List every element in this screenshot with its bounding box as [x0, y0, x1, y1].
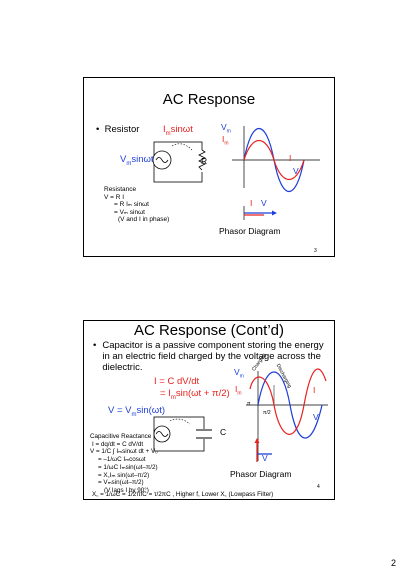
curve-i-label: I: [289, 153, 292, 163]
note-line: (V and I in phase): [118, 216, 170, 224]
phasor-voltage-arrowhead: [272, 210, 277, 216]
note-line: Resistance: [104, 186, 137, 193]
current-expression: Imsinωt: [163, 124, 193, 137]
equation-current-derivative: I = C dV/dt: [154, 376, 200, 387]
note-line: Capacitive Reactance: [90, 433, 152, 440]
phasor-caption: Phasor Diagram: [230, 469, 292, 479]
curve-v-label: V: [313, 412, 319, 422]
voltage-curve: [257, 371, 323, 439]
bullet-resistor: • Resistor: [96, 124, 139, 135]
equation-voltage: V = Vmsin(ωt): [108, 405, 165, 418]
phasor-diagram: [243, 206, 277, 220]
bullet-capacitor: • Capacitor is a passive component stori…: [93, 340, 327, 373]
phasor-current-arrowhead: [254, 438, 260, 443]
note-line: = –1/ωC Iₘcosωt: [98, 456, 146, 464]
sine-symbol-icon: [155, 157, 169, 163]
graph-vm-subscript: m: [226, 128, 231, 135]
graph-im-symbol: I: [235, 384, 238, 394]
veq-suffix: sin(ωt): [136, 405, 166, 416]
current-arrow-icon: [171, 143, 193, 151]
note-line: I = dq/dt = C dV/dt: [92, 440, 144, 448]
voltage-function: sinωt: [131, 154, 154, 165]
waveform-graph: [232, 126, 320, 193]
graph-im-symbol: I: [222, 134, 225, 144]
phasor-caption: Phasor Diagram: [219, 226, 281, 236]
phasor-v-label: V: [261, 198, 267, 208]
curve-i-label: I: [313, 385, 316, 395]
note-line: (V lags I by 90°): [104, 486, 149, 494]
slide-title: AC Response: [162, 91, 256, 108]
note-line: V = 1/C ∫ Iₘsinωt dt + V₀: [90, 448, 158, 456]
phasor-diagram: [254, 438, 272, 462]
current-symbol: I: [163, 124, 166, 135]
resistance-notes: Resistance V = R I = R Iₘ sinωt = Vₘ sin…: [104, 186, 169, 224]
slide-ac-response: AC Response • Resistor Imsinωt Vmsinωt R…: [83, 77, 335, 257]
voltage-expression: Vmsinωt: [120, 154, 154, 167]
phasor-i-label: I: [250, 198, 253, 208]
phasor-i-label: I: [256, 441, 259, 451]
note-line: = Vₘ sinωt: [114, 208, 145, 216]
equation-current-sine: = Imsin(ωt + π/2): [160, 388, 230, 401]
bullet-text: Capacitor is a passive component storing…: [102, 340, 324, 373]
graph-vm-label: Vm: [221, 122, 231, 135]
slide-ac-response-capacitor: AC Response (Cont’d) • Capacitor is a pa…: [83, 320, 335, 500]
slide-number: 4: [317, 484, 320, 490]
bullet-text: Resistor: [104, 124, 140, 135]
slide-title: AC Response (Cont’d): [133, 322, 285, 339]
reactance-footer: X꜀ = 1/ωC = 1/2πfC = τ/2πC , Higher f, L…: [92, 491, 274, 498]
capacitive-reactance-notes: Capacitive Reactance I = dq/dt = C dV/dt…: [90, 433, 158, 495]
capacitor-waveform-graph: [246, 368, 328, 461]
curve-v-label: V: [293, 166, 299, 176]
graph-im-subscript: m: [224, 140, 229, 147]
graph-im-label: Im: [222, 134, 229, 147]
bullet-dot: •: [96, 124, 100, 135]
eq2-prefix: = I: [160, 388, 171, 399]
pi-tick-label: π: [247, 401, 251, 407]
eq2-suffix: sin(ωt + π/2): [175, 388, 230, 399]
note-line: = X꜀Iₘ sin(ωt–π/2): [98, 471, 150, 479]
bullet-dot: •: [93, 340, 97, 351]
note-line: = R Iₘ sinωt: [114, 201, 149, 209]
half-pi-tick-label: π/2: [263, 410, 271, 416]
note-line: = Vₘsin(ωt–π/2): [98, 479, 144, 487]
slide-number: 3: [314, 248, 317, 254]
current-function: sinωt: [170, 124, 193, 135]
page-number: 2: [390, 558, 396, 568]
resistor-circuit-diagram: [152, 141, 206, 183]
eq2-subscript: m: [170, 394, 176, 401]
graph-vm-symbol: V: [221, 122, 227, 132]
note-line: = 1/ωC Iₘsin(ωt–π/2): [98, 463, 158, 471]
veq-subscript: m: [131, 411, 137, 418]
resistor-icon: [198, 149, 206, 171]
graph-im-subscript: m: [237, 390, 242, 397]
sine-symbol-icon: [155, 431, 169, 437]
voltage-symbol: V: [120, 154, 127, 165]
current-curve: [243, 140, 305, 180]
graph-vm-subscript: m: [239, 373, 244, 380]
veq-prefix: V = V: [108, 405, 132, 416]
resistor-label: R: [201, 156, 208, 166]
capacitor-circuit-diagram: [153, 416, 212, 452]
current-arrow-icon: [169, 418, 191, 425]
capacitor-label: C: [220, 427, 227, 437]
current-subscript: m: [165, 130, 171, 137]
note-line: V = R I: [104, 193, 125, 201]
graph-im-label: Im: [235, 384, 242, 397]
current-curve: [249, 368, 327, 435]
graph-vm-label: Vm: [234, 367, 244, 380]
voltage-subscript: m: [126, 160, 132, 167]
graph-vm-symbol: V: [234, 367, 240, 377]
phasor-v-label: V: [262, 453, 268, 463]
